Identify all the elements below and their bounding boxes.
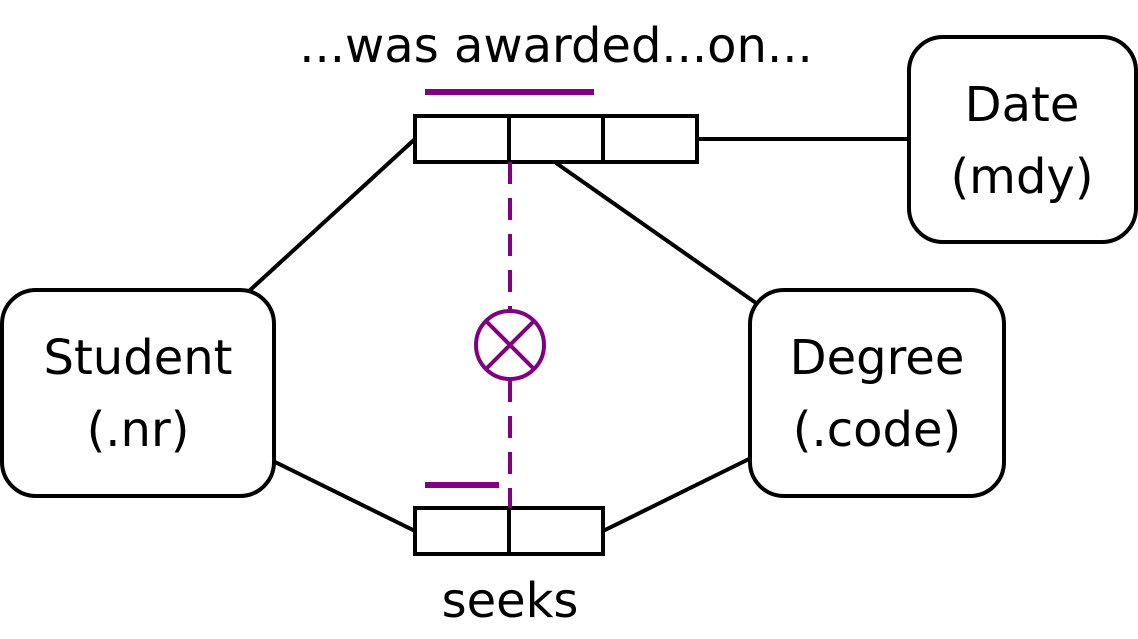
entity-student-name: Student (44, 330, 233, 386)
fact-type-awarded (413, 114, 699, 164)
fact-type-reading-awarded: ...was awarded...on... (299, 18, 813, 74)
entity-date-name: Date (965, 77, 1080, 133)
entity-degree-name: Degree (790, 330, 965, 386)
fact-type-seeks (413, 506, 605, 556)
connector-awarded-degree (554, 161, 758, 305)
role-box-seeks-degree[interactable] (507, 506, 605, 556)
entity-degree-ref-mode: (.code) (793, 402, 961, 458)
role-box-seeks-student[interactable] (413, 506, 511, 556)
entity-date-ref-mode: (mdy) (950, 149, 1093, 205)
role-box-awarded-degree[interactable] (507, 114, 605, 164)
role-box-awarded-student[interactable] (413, 114, 511, 164)
entity-student-ref-mode: (.nr) (87, 402, 190, 458)
connector-student-seeks (270, 458, 416, 533)
role-box-awarded-date[interactable] (601, 114, 699, 164)
fact-type-reading-seeks: seeks (442, 573, 579, 629)
connector-student-awarded (246, 137, 417, 294)
entity-degree[interactable]: Degree (.code) (748, 288, 1006, 498)
connector-seeks-degree (602, 456, 752, 533)
exclusion-constraint-icon[interactable] (474, 309, 546, 381)
entity-student[interactable]: Student (.nr) (0, 288, 276, 498)
entity-date[interactable]: Date (mdy) (907, 35, 1138, 244)
